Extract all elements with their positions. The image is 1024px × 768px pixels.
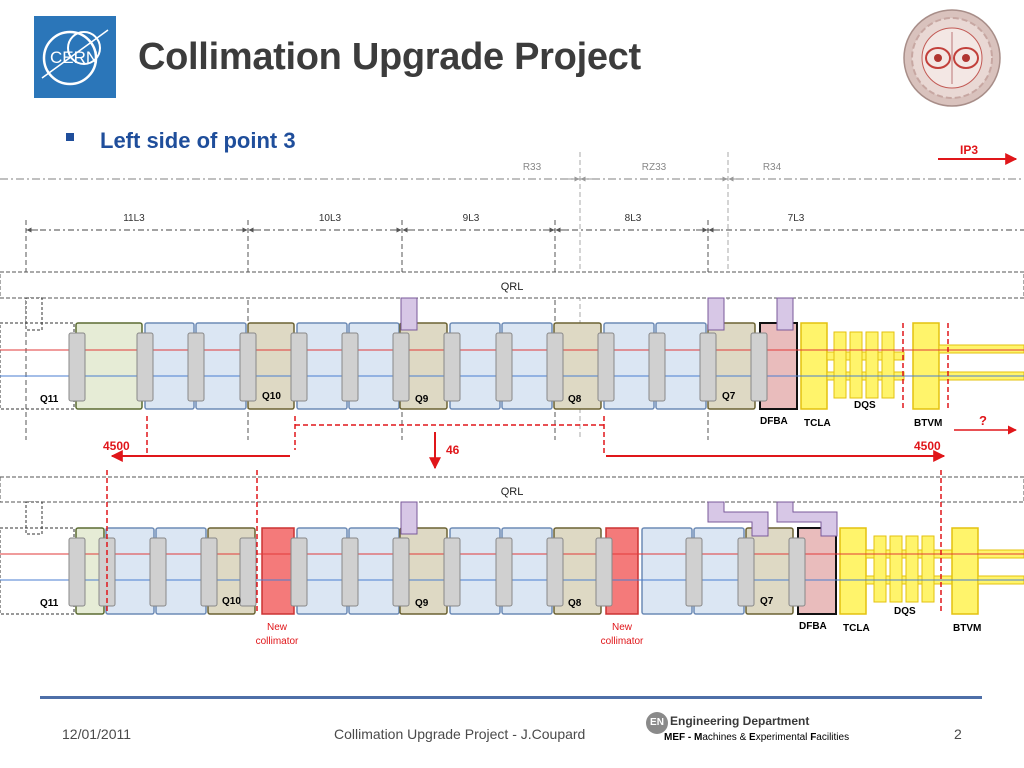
new-collimator-label-2b: collimator <box>601 636 644 647</box>
new-collimator-label-2a: New <box>612 622 633 633</box>
lhc-logo <box>902 8 1002 108</box>
service-module <box>400 501 418 535</box>
label-q9-top: Q9 <box>415 394 429 405</box>
slide-subtitle: Left side of point 3 <box>100 128 296 153</box>
service-module <box>776 297 794 331</box>
cell-label-11l3: 11L3 <box>123 213 145 224</box>
page-number: 2 <box>954 726 962 742</box>
mef-e: E <box>749 732 756 743</box>
label-dqs-bottom: DQS <box>894 606 916 617</box>
cern-logo-text: CERN <box>50 48 98 67</box>
new-collimator-label-1a: New <box>267 622 288 633</box>
dqs-elements <box>873 535 935 603</box>
service-module-bent <box>707 501 769 537</box>
mef-line: MEF - Machines & Experimental Facilities <box>664 732 849 743</box>
qrl-line-top <box>0 271 1024 299</box>
beam-pipe-right <box>938 344 1024 354</box>
cell-label-8l3: 8L3 <box>625 213 642 224</box>
cell-label-9l3: 9L3 <box>463 213 480 224</box>
region-label-rz33: RZ33 <box>642 162 667 173</box>
question-mark: ? <box>979 413 987 428</box>
collimation-layout-diagram: IP3 R33 RZ33 R34 11L3 10L3 9L3 8L3 7L3 Q… <box>0 143 1024 647</box>
cern-logo: CERN <box>34 16 116 98</box>
qrl-label-top: QRL <box>501 281 524 293</box>
dipole-magnet <box>641 527 693 615</box>
shift-label-center: 46 <box>446 443 460 457</box>
shift-annotation: 4500 46 4500 <box>103 416 946 470</box>
new-collimator-label-1b: collimator <box>256 636 299 647</box>
bullet-square-icon <box>66 133 74 141</box>
label-tcla-bottom: TCLA <box>843 623 870 634</box>
region-label-r33: R33 <box>523 162 542 173</box>
q11-service-box <box>25 297 43 331</box>
q11-outline <box>0 527 75 615</box>
q11-quadrupole <box>75 322 143 410</box>
tcla-collimator <box>839 527 867 615</box>
label-tcla-top: TCLA <box>804 418 831 429</box>
mef-word-3: acilities <box>816 732 850 743</box>
footer-title: Collimation Upgrade Project - J.Coupard <box>334 726 586 742</box>
qrl-line-bottom <box>0 476 1024 503</box>
label-dfba-top: DFBA <box>760 416 788 427</box>
q11-outline <box>0 322 75 410</box>
footer-date: 12/01/2011 <box>62 726 132 742</box>
label-q10-top: Q10 <box>262 391 281 402</box>
mef-word-2: xperimental <box>755 732 811 743</box>
new-collimator-1 <box>261 527 295 615</box>
cell-boundaries <box>25 220 709 440</box>
ip3-label: IP3 <box>960 143 978 157</box>
label-q10-bottom: Q10 <box>222 596 241 607</box>
page-title: Collimation Upgrade Project <box>138 36 641 78</box>
label-q11-bottom: Q11 <box>40 598 59 609</box>
cell-label-10l3: 10L3 <box>319 213 342 224</box>
qrl-label-bottom: QRL <box>501 486 524 498</box>
department-name: Engineering Department <box>670 714 810 728</box>
label-btvm-top: BTVM <box>914 418 942 429</box>
dqs-elements <box>833 331 895 399</box>
interconnects <box>68 332 768 402</box>
label-dfba-bottom: DFBA <box>799 621 827 632</box>
service-module-bent <box>776 501 838 537</box>
btvm-monitor <box>951 527 979 615</box>
label-q11-top: Q11 <box>40 394 59 405</box>
label-btvm-bottom: BTVM <box>953 623 981 634</box>
label-dqs-top: DQS <box>854 400 876 411</box>
label-q7-bottom: Q7 <box>760 596 774 607</box>
footer-divider <box>40 696 982 699</box>
label-q8-top: Q8 <box>568 394 582 405</box>
mef-m: M <box>694 732 703 743</box>
mef-word-1: achines & <box>702 732 750 743</box>
mef-prefix: MEF - <box>664 732 694 743</box>
service-module <box>707 297 725 331</box>
q11-service-box <box>25 501 43 535</box>
cell-label-7l3: 7L3 <box>788 213 805 224</box>
label-q7-top: Q7 <box>722 391 736 402</box>
top-layout-row: QRL <box>0 271 1024 435</box>
bottom-layout-row: QRL <box>0 470 1024 647</box>
en-department-logo: EN <box>646 712 668 734</box>
shift-label-left: 4500 <box>103 439 130 453</box>
label-q9-bottom: Q9 <box>415 598 429 609</box>
region-label-r34: R34 <box>763 162 782 173</box>
interconnects <box>68 537 806 607</box>
service-module <box>400 297 418 331</box>
btvm-monitor <box>912 322 940 410</box>
tcla-collimator <box>800 322 828 410</box>
mef-f: F <box>810 732 817 743</box>
label-q8-bottom: Q8 <box>568 598 582 609</box>
shift-label-right: 4500 <box>914 439 941 453</box>
